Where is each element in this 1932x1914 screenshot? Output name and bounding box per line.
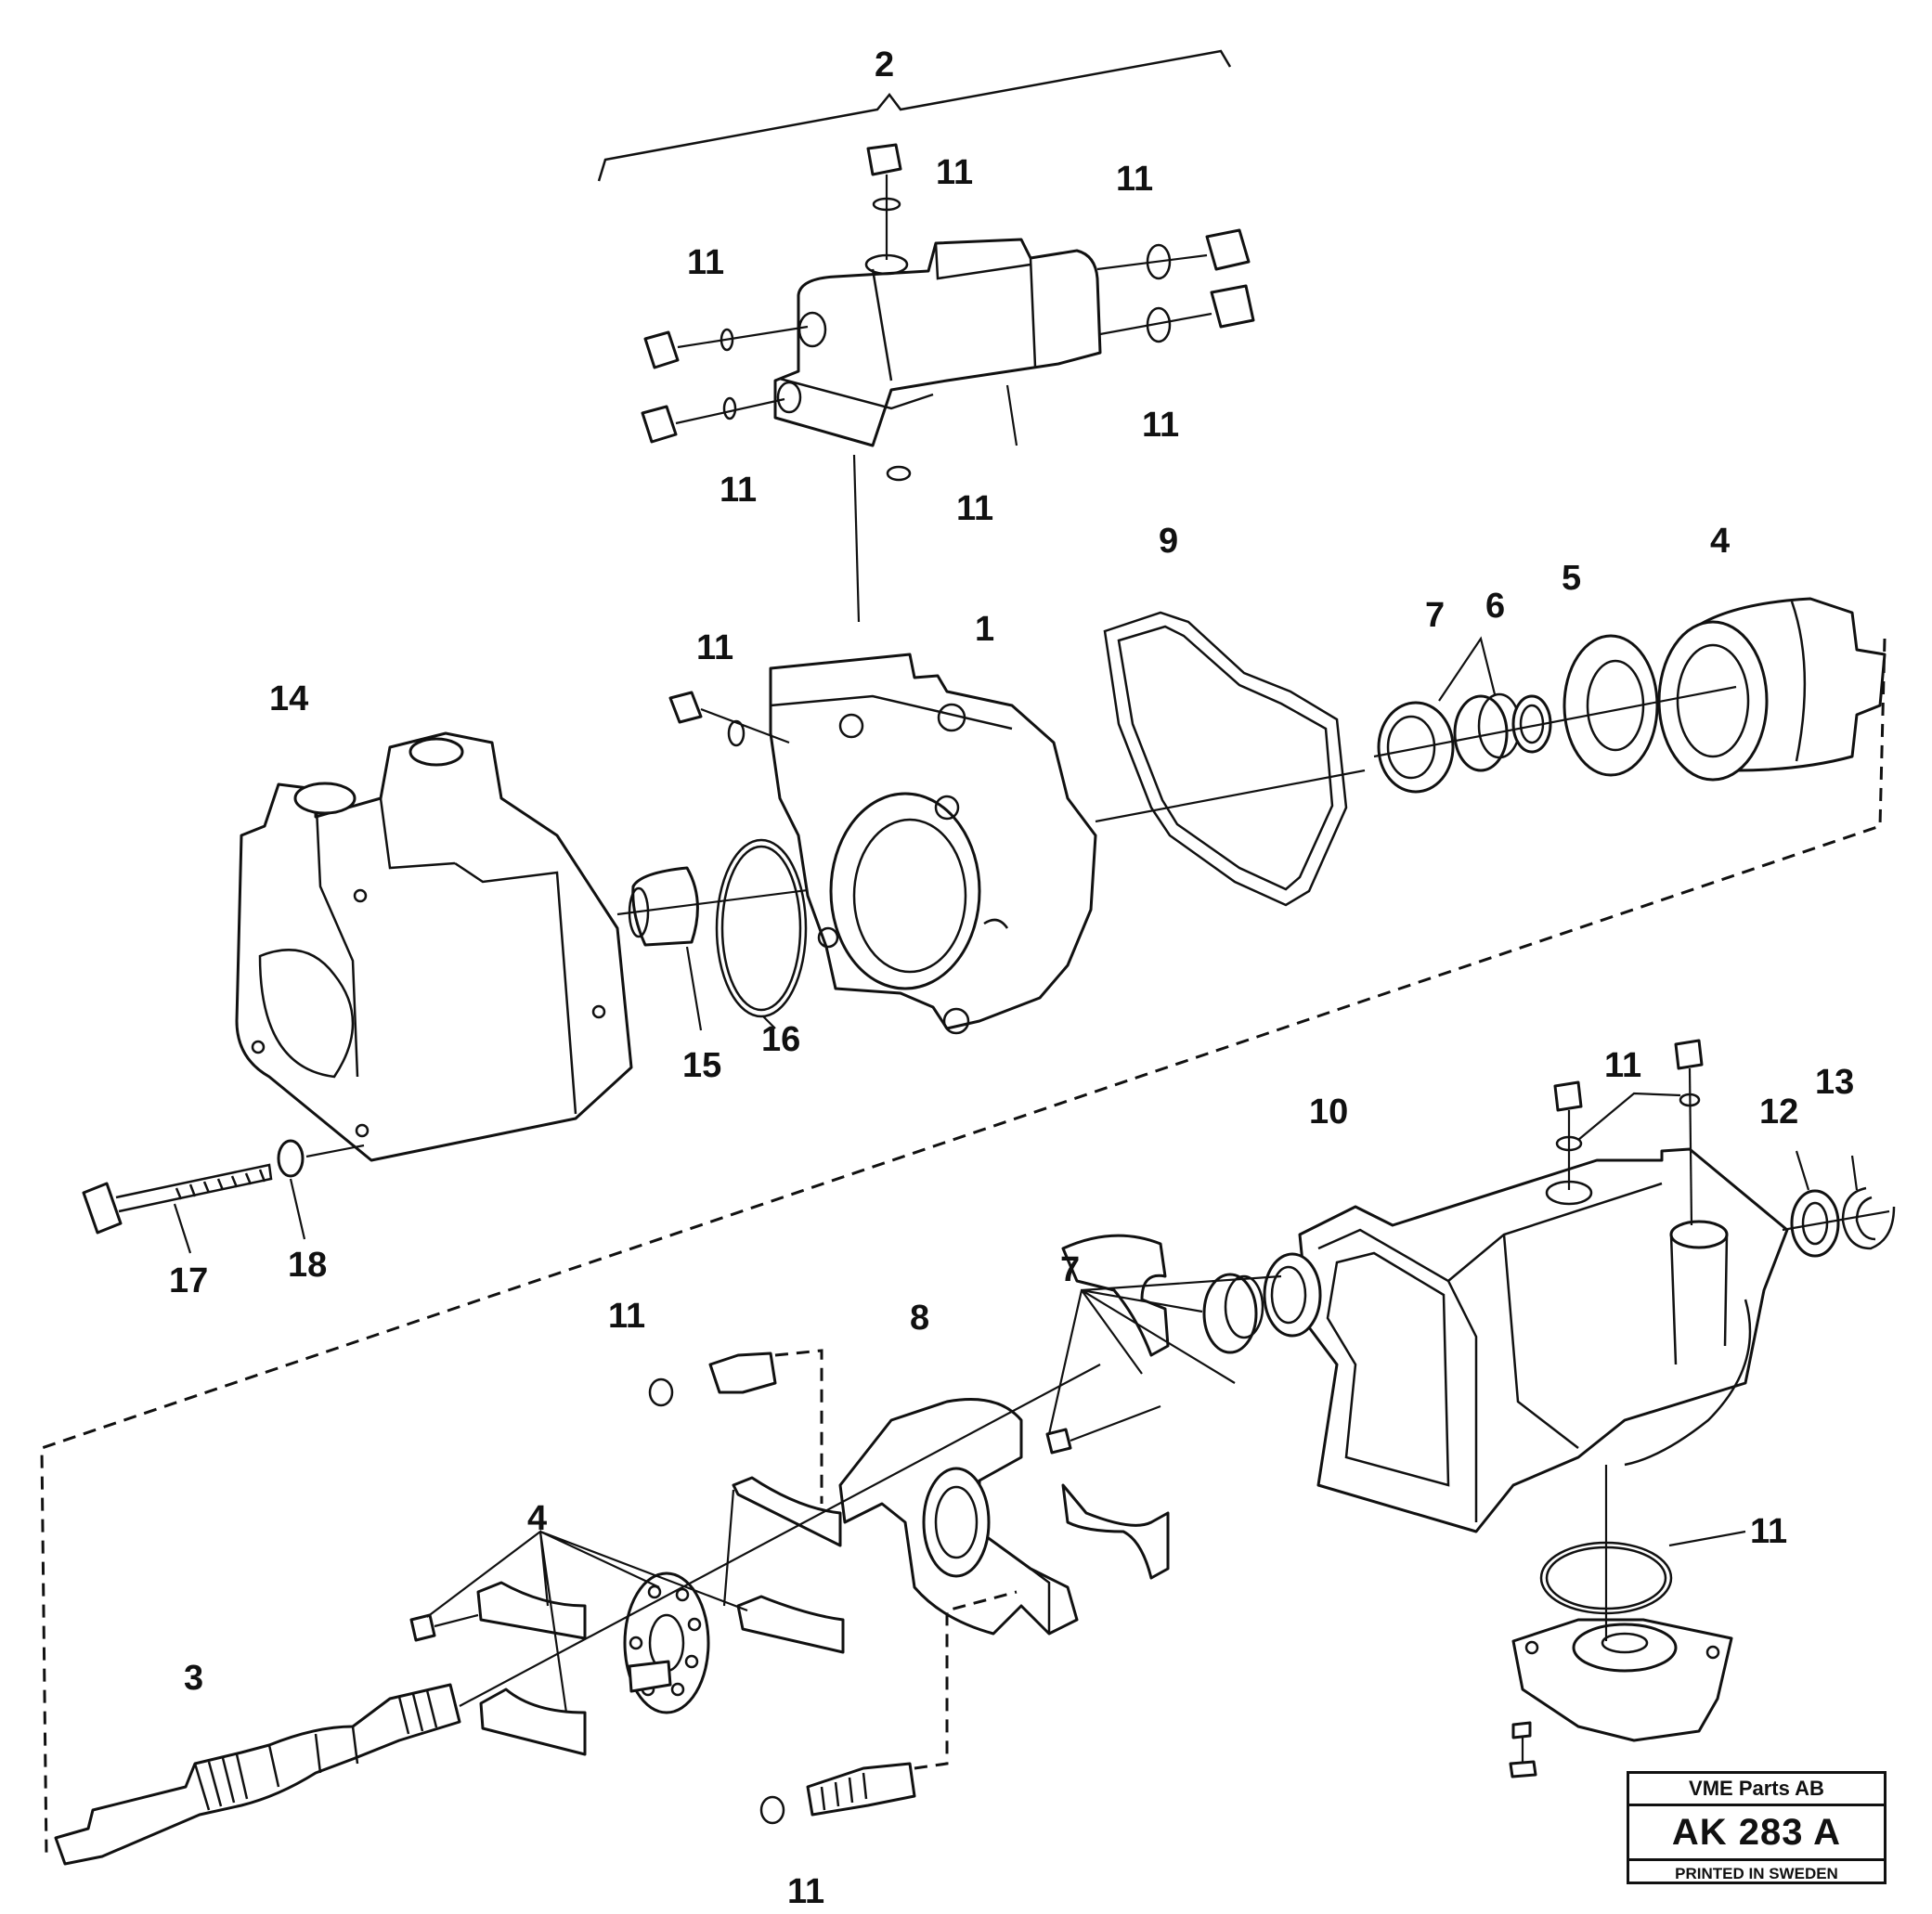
washer-18 <box>277 1139 365 1178</box>
callout-labels: 2 11 11 11 11 11 11 11 11 11 11 11 1 3 4… <box>169 45 1854 1911</box>
clamp-left-upper <box>476 1581 587 1640</box>
callout-16: 16 <box>761 1020 800 1059</box>
screw-valve-top <box>866 143 902 260</box>
callout-11-i: 11 <box>608 1297 645 1336</box>
callout-11-j: 11 <box>1750 1512 1787 1551</box>
callout-8: 8 <box>910 1299 929 1338</box>
screw-pump-body <box>668 691 790 747</box>
screw-valve-left-upper <box>643 325 809 369</box>
cylinder-4 <box>1657 597 1887 782</box>
dashed-assembly-boundary <box>40 638 1887 1857</box>
screw-housing-right <box>1674 1039 1704 1226</box>
screw-shoe <box>1045 1404 1161 1455</box>
plug-valve-right-upper <box>1096 228 1251 280</box>
callout-3: 3 <box>184 1659 203 1698</box>
callout-11-d: 11 <box>1142 406 1179 445</box>
callout-6: 6 <box>1485 587 1505 626</box>
callout-7-top: 7 <box>1425 596 1445 635</box>
callout-11-a: 11 <box>936 153 973 192</box>
bearing-cone-7 <box>1453 692 1522 772</box>
assembly-2-bracket <box>597 49 1232 182</box>
callout-11-h: 11 <box>1604 1046 1641 1085</box>
clamp-upper <box>732 1476 842 1547</box>
callout-12: 12 <box>1759 1093 1798 1132</box>
callout-1: 1 <box>975 610 994 649</box>
bearing-lower-7-cone <box>1202 1273 1264 1354</box>
pump-body-1 <box>769 653 1097 1035</box>
callout-10: 10 <box>1309 1093 1348 1132</box>
callout-11-e: 11 <box>720 471 757 510</box>
oring-16 <box>715 838 808 1018</box>
shaft-3 <box>54 1364 1101 1866</box>
title-block-company: VME Parts AB <box>1629 1774 1884 1806</box>
pin-upper <box>648 1349 823 1504</box>
bolt-17 <box>82 1163 273 1235</box>
callout-11-g: 11 <box>696 628 733 667</box>
spring-pin-lower <box>759 1590 1018 1825</box>
seal-valve-bottom <box>886 465 912 482</box>
bearing-lower-7-race <box>1263 1252 1322 1338</box>
bushing-15 <box>628 866 699 947</box>
spacer-6 <box>1511 694 1552 754</box>
callout-15: 15 <box>682 1046 721 1085</box>
callout-11-b: 11 <box>1116 160 1153 199</box>
callout-11-f: 11 <box>956 489 993 528</box>
callout-13: 13 <box>1815 1063 1854 1102</box>
callout-14: 14 <box>269 679 308 718</box>
callout-5: 5 <box>1562 559 1581 598</box>
callout-18: 18 <box>288 1246 327 1285</box>
end-cover <box>1511 1618 1733 1742</box>
title-block: VME Parts AB AK 283 A PRINTED IN SWEDEN <box>1627 1771 1887 1884</box>
callout-4-top: 4 <box>1710 522 1730 561</box>
gasket-9 <box>1103 611 1348 907</box>
screw-clamp <box>409 1613 479 1642</box>
callout-9: 9 <box>1159 522 1178 561</box>
title-block-footer: PRINTED IN SWEDEN <box>1675 1865 1838 1882</box>
cylinder-block-4 <box>623 1571 710 1714</box>
pump-housing-14 <box>235 731 633 1162</box>
callout-2: 2 <box>875 45 894 84</box>
plug-valve-right-lower <box>1099 284 1255 343</box>
callout-11-c: 11 <box>687 243 724 282</box>
swash-plate-8 <box>838 1398 1079 1636</box>
screw-cover <box>1509 1721 1537 1778</box>
title-block-code: AK 283 A <box>1629 1806 1884 1861</box>
valve-to-pump-leader <box>852 454 861 623</box>
callout-4-bot: 4 <box>527 1499 547 1538</box>
housing-10 <box>1298 1147 1789 1533</box>
valve-block <box>773 238 1102 447</box>
callout-7-bot: 7 <box>1060 1250 1080 1289</box>
callout-17: 17 <box>169 1261 208 1300</box>
shoe-7-lower <box>1061 1483 1170 1580</box>
circlip-13 <box>1841 1186 1896 1250</box>
callout-11-k: 11 <box>787 1872 824 1911</box>
clamp-left-lower <box>479 1688 587 1756</box>
bearing-race-7 <box>1377 701 1455 794</box>
screw-valve-left-lower <box>641 396 785 444</box>
screw-housing-left <box>1553 1080 1583 1190</box>
clamp-middle <box>736 1595 845 1654</box>
